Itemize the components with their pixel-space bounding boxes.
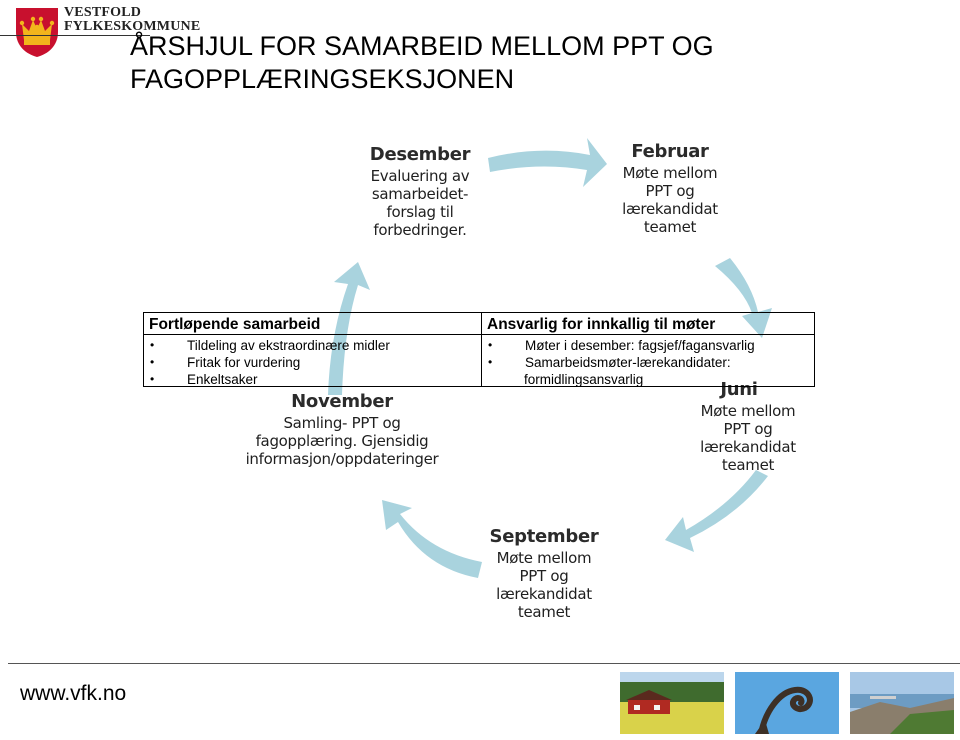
month-title: Desember — [369, 144, 471, 165]
title-line-1: ÅRSHJUL FOR SAMARBEID MELLOM PPT OG — [130, 31, 714, 61]
coast-photo — [850, 672, 954, 734]
month-description: Evaluering av samarbeidet- forslag til f… — [370, 167, 470, 239]
month-title: September — [489, 526, 599, 547]
month-juni: Juni Møte mellom PPT og lærekandidat tea… — [678, 378, 818, 474]
month-title: November — [291, 391, 393, 412]
column-header: Ansvarlig for innkallig til møter — [482, 313, 814, 335]
month-desember: Desember Evaluering av samarbeidet- fors… — [350, 143, 490, 239]
month-november: November Samling- PPT og fagopplæring. G… — [232, 390, 452, 468]
month-september: September Møte mellom PPT og lærekandida… — [474, 525, 614, 621]
bullet-icon: • — [488, 338, 493, 352]
arrow-september-november — [382, 500, 482, 578]
footer-rule — [8, 663, 960, 664]
page-title: ÅRSHJUL FOR SAMARBEID MELLOM PPT OG FAGO… — [130, 30, 714, 96]
bullet-icon: • — [488, 355, 493, 369]
arrow-november-desember — [328, 262, 370, 395]
column-header: Fortløpende samarbeid — [144, 313, 481, 335]
table-column-ongoing: Fortløpende samarbeid •Tildeling av ekst… — [144, 313, 482, 388]
list-item: •Enkeltsaker — [150, 372, 258, 387]
website-link[interactable]: www.vfk.no — [20, 682, 127, 705]
month-februar: Februar Møte mellom PPT og lærekandidat … — [600, 140, 740, 236]
list-item: •Møter i desember: fagsjef/fagansvarlig — [488, 338, 755, 353]
ship-prow-photo — [735, 672, 839, 734]
header-rule — [0, 35, 150, 36]
month-title: Februar — [631, 141, 709, 162]
org-line-1: VESTFOLD — [64, 5, 142, 20]
organization-name: VESTFOLD FYLKESKOMMUNE — [64, 6, 200, 34]
list-item: •Fritak for vurdering — [150, 355, 301, 370]
arrow-juni-september — [665, 470, 768, 552]
table-column-responsible: Ansvarlig for innkallig til møter •Møter… — [482, 313, 814, 388]
responsible-list: •Møter i desember: fagsjef/fagansvarlig … — [482, 335, 814, 388]
bullet-icon: • — [150, 355, 155, 369]
month-description: Møte mellom PPT og lærekandidat teamet — [622, 164, 718, 236]
list-item: •Tildeling av ekstraordinære midler — [150, 338, 390, 353]
arrow-februar-juni — [715, 258, 772, 338]
collaboration-table: Fortløpende samarbeid •Tildeling av ekst… — [143, 312, 815, 387]
farm-photo — [620, 672, 724, 734]
ongoing-list: •Tildeling av ekstraordinære midler •Fri… — [144, 335, 481, 388]
title-line-2: FAGOPPLÆRINGSEKSJONEN — [130, 64, 515, 94]
month-description: Møte mellom PPT og lærekandidat teamet — [496, 549, 592, 621]
bullet-icon: • — [150, 372, 155, 386]
month-title: Juni — [720, 379, 758, 400]
list-item: •Samarbeidsmøter-lærekandidater: — [488, 355, 731, 370]
month-description: Samling- PPT og fagopplæring. Gjensidig … — [245, 414, 439, 468]
org-line-2: FYLKESKOMMUNE — [64, 19, 201, 34]
arrow-desember-februar — [488, 138, 607, 187]
list-item-continuation: formidlingsansvarlig — [524, 372, 644, 387]
bullet-icon: • — [150, 338, 155, 352]
month-description: Møte mellom PPT og lærekandidat teamet — [700, 402, 796, 474]
